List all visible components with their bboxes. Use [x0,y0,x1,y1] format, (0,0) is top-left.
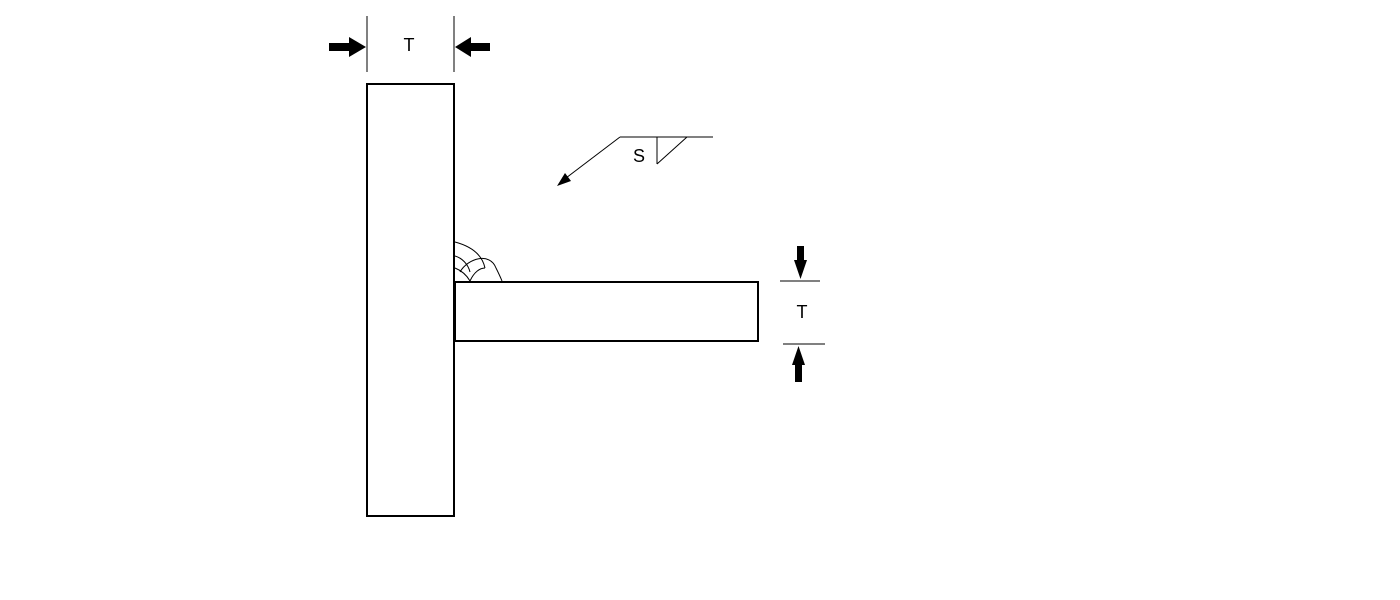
arrow-up-icon [792,346,805,382]
horizontal-plate [454,281,759,342]
arrow-right-icon [329,37,366,57]
weld-size-label: S [633,146,645,166]
fillet-weld-triangle-icon [656,136,688,165]
leader-line [565,136,621,179]
dimension-horizontal-plate-thickness: T [780,246,825,382]
vertical-plate [366,83,455,517]
welding-symbol: S [557,136,713,186]
dimension-label-right: T [797,302,808,322]
arrow-down-icon [794,246,807,279]
leader-arrowhead-icon [557,173,571,186]
arrow-left-icon [455,37,490,57]
dimension-label-top: T [404,35,415,55]
fillet-weld-bead [454,241,503,282]
dimension-vertical-plate-thickness: T [329,16,490,72]
